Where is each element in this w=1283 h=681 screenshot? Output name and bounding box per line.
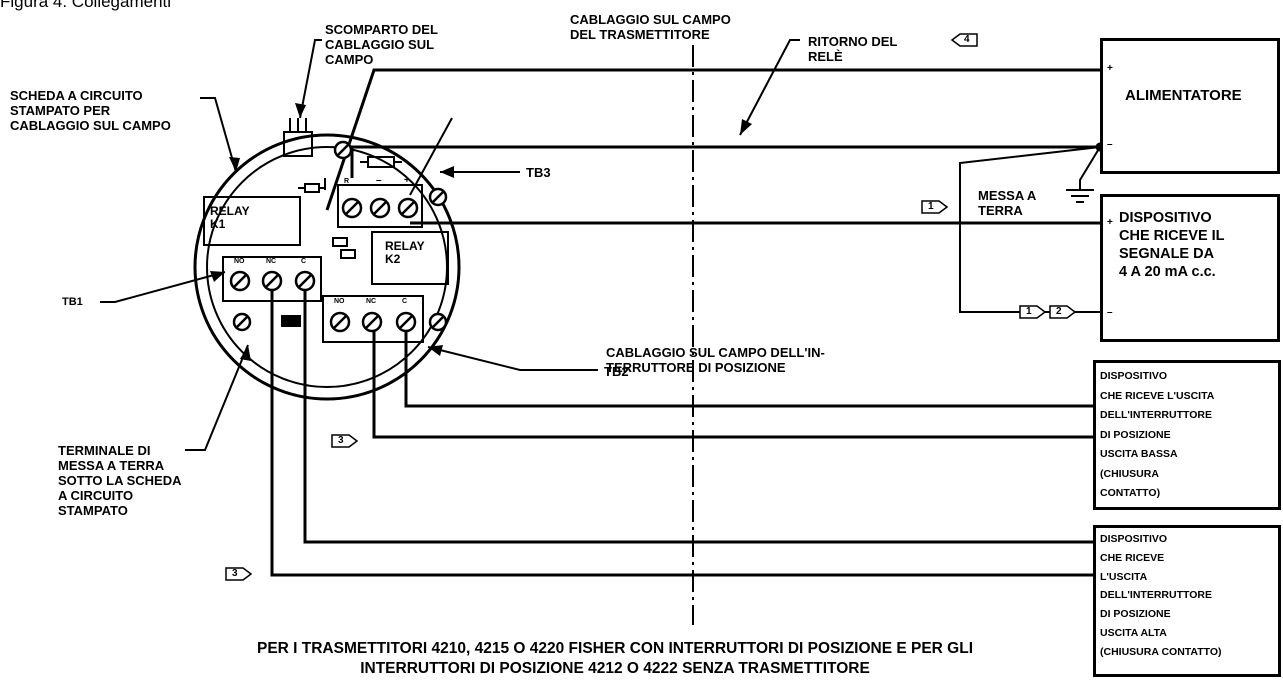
- wire-tb1-nc: [303, 290, 1100, 544]
- tb2-terminal-c: [395, 311, 417, 333]
- tb2-pin-no: NO: [334, 298, 345, 305]
- label-tb2: TB2: [604, 364, 629, 379]
- leader-tb2: [427, 346, 598, 371]
- note-marker-1a: [921, 200, 949, 214]
- label-terminale: TERMINALE DI MESSA A TERRA SOTTO LA SCHE…: [58, 443, 182, 518]
- screw-right: [428, 187, 448, 207]
- leader-tb1: [100, 271, 226, 303]
- tb3-pin-r: R: [344, 178, 350, 185]
- tb2-block: [322, 295, 424, 343]
- label-scomparto: SCOMPARTO DEL CABLAGGIO SUL CAMPO: [325, 22, 438, 67]
- label-messa-terra: MESSA A TERRA: [978, 188, 1037, 218]
- wire-supply-minus-to-device: [959, 146, 1101, 313]
- tb2-terminal-no: [329, 311, 351, 333]
- tb1-block: [222, 256, 322, 302]
- tb3-terminal-plus: [397, 197, 419, 219]
- tb2-pin-nc: NC: [366, 298, 377, 305]
- board-slot: [281, 315, 301, 327]
- uscita-bassa-label: DISPOSITIVO CHE RICEVE L'USCITA DELL'INT…: [1100, 370, 1215, 499]
- arrowhead-tb3: [440, 166, 454, 178]
- label-cablaggio-interruttore: CABLAGGIO SUL CAMPO DELL'IN- TERRUTTORE …: [606, 345, 825, 375]
- tb1-terminal-c: [294, 270, 316, 292]
- arrowhead-ritorno: [740, 119, 752, 135]
- note-2: 2: [1056, 306, 1062, 317]
- arrowhead-terminale: [240, 345, 251, 361]
- label-relay-k2: RELAY K2: [385, 239, 425, 266]
- wire-tb2-nc: [372, 322, 1100, 439]
- note-marker-3b: [225, 567, 253, 581]
- wire-relay-return: [325, 68, 1100, 211]
- footer-caption: PER I TRASMETTITORI 4210, 4215 O 4220 FI…: [256, 640, 974, 677]
- screw-top: [333, 140, 353, 160]
- leader-scheda: [200, 97, 237, 173]
- housing-outer-circle: [193, 133, 461, 401]
- note-1b: 1: [1026, 306, 1032, 317]
- note-4: 4: [964, 34, 970, 45]
- alimentatore-minus: –: [1107, 139, 1113, 150]
- wire-tb1-no: [270, 290, 1100, 577]
- arrowhead-tb1: [210, 271, 225, 282]
- arrowhead-tb2: [428, 345, 443, 356]
- note-3a: 3: [338, 435, 344, 446]
- dispositivo-4-20-label: DISPOSITIVO CHE RICEVE IL SEGNALE DA 4 A…: [1119, 210, 1225, 280]
- tb2-terminal-nc: [361, 311, 383, 333]
- label-relay-k1: RELAY K1: [210, 204, 250, 231]
- arrowhead-scheda: [229, 157, 240, 172]
- relay-k1-body: [203, 196, 301, 246]
- arrowhead-scomparto: [295, 103, 306, 118]
- dispositivo-plus: +: [1107, 217, 1113, 228]
- alimentatore-label: ALIMENTATORE: [1125, 87, 1242, 104]
- tb1-terminal-no: [229, 270, 251, 292]
- tb1-pin-nc: NC: [266, 258, 277, 265]
- note-marker-4: [950, 33, 978, 47]
- tb1-pin-no: NO: [234, 258, 245, 265]
- wire-ground: [1079, 146, 1101, 190]
- dispositivo-minus: –: [1107, 307, 1113, 318]
- alimentatore-plus: +: [1107, 63, 1113, 74]
- label-tb3: TB3: [526, 165, 551, 180]
- box-dispositivo-4-20: + – DISPOSITIVO CHE RICEVE IL SEGNALE DA…: [1100, 194, 1280, 342]
- note-marker-3a: [331, 434, 359, 448]
- tb3-terminal-r: [341, 197, 363, 219]
- tb3-terminal-minus: [369, 197, 391, 219]
- tb1-pin-c: C: [301, 258, 307, 265]
- tb1-terminal-nc: [261, 270, 283, 292]
- tb2-pin-c: C: [402, 298, 408, 305]
- label-ritorno: RITORNO DEL RELÈ: [808, 34, 898, 64]
- note-marker-1b: [1019, 305, 1047, 319]
- tb3-block: [337, 184, 423, 228]
- box-alimentatore: + – ALIMENTATORE: [1100, 38, 1280, 174]
- diode-mid-2: [340, 249, 356, 259]
- figure-title: Figura 4. Collegamenti: [0, 0, 172, 11]
- ground-symbol: [1066, 189, 1094, 203]
- leader-terminale: [185, 344, 249, 451]
- box-uscita-bassa: DISPOSITIVO CHE RICEVE L'USCITA DELL'INT…: [1093, 360, 1281, 510]
- housing-inner-circle: [206, 146, 448, 388]
- box-uscita-alta: DISPOSITIVO CHE RICEVE L'USCITA DELL'INT…: [1093, 525, 1281, 677]
- wire-tb2-c: [404, 322, 1100, 408]
- leader-ritorno: [739, 39, 800, 136]
- leader-scomparto: [299, 39, 322, 119]
- screw-bottom-left: [232, 312, 252, 332]
- note-1a: 1: [928, 201, 934, 212]
- uscita-alta-label: DISPOSITIVO CHE RICEVE L'USCITA DELL'INT…: [1100, 533, 1222, 658]
- relay-k2-body: [371, 231, 449, 285]
- diode-mid-1: [332, 237, 348, 247]
- label-cablaggio-trasmettitore: CABLAGGIO SUL CAMPO DEL TRASMETTITORE: [570, 12, 731, 42]
- tb3-pin-plus: +: [404, 175, 410, 186]
- wire-tb3-plus: [409, 117, 453, 196]
- label-scheda: SCHEDA A CIRCUITO STAMPATO PER CABLAGGIO…: [10, 88, 171, 133]
- label-tb1: TB1: [62, 296, 83, 308]
- screw-bottom-right: [428, 312, 448, 332]
- tb3-pin-minus: –: [376, 175, 382, 186]
- note-3b: 3: [232, 568, 238, 579]
- diode-left: [304, 183, 320, 193]
- note-marker-2: [1049, 305, 1077, 319]
- wire-tb3-minus: [350, 145, 1100, 178]
